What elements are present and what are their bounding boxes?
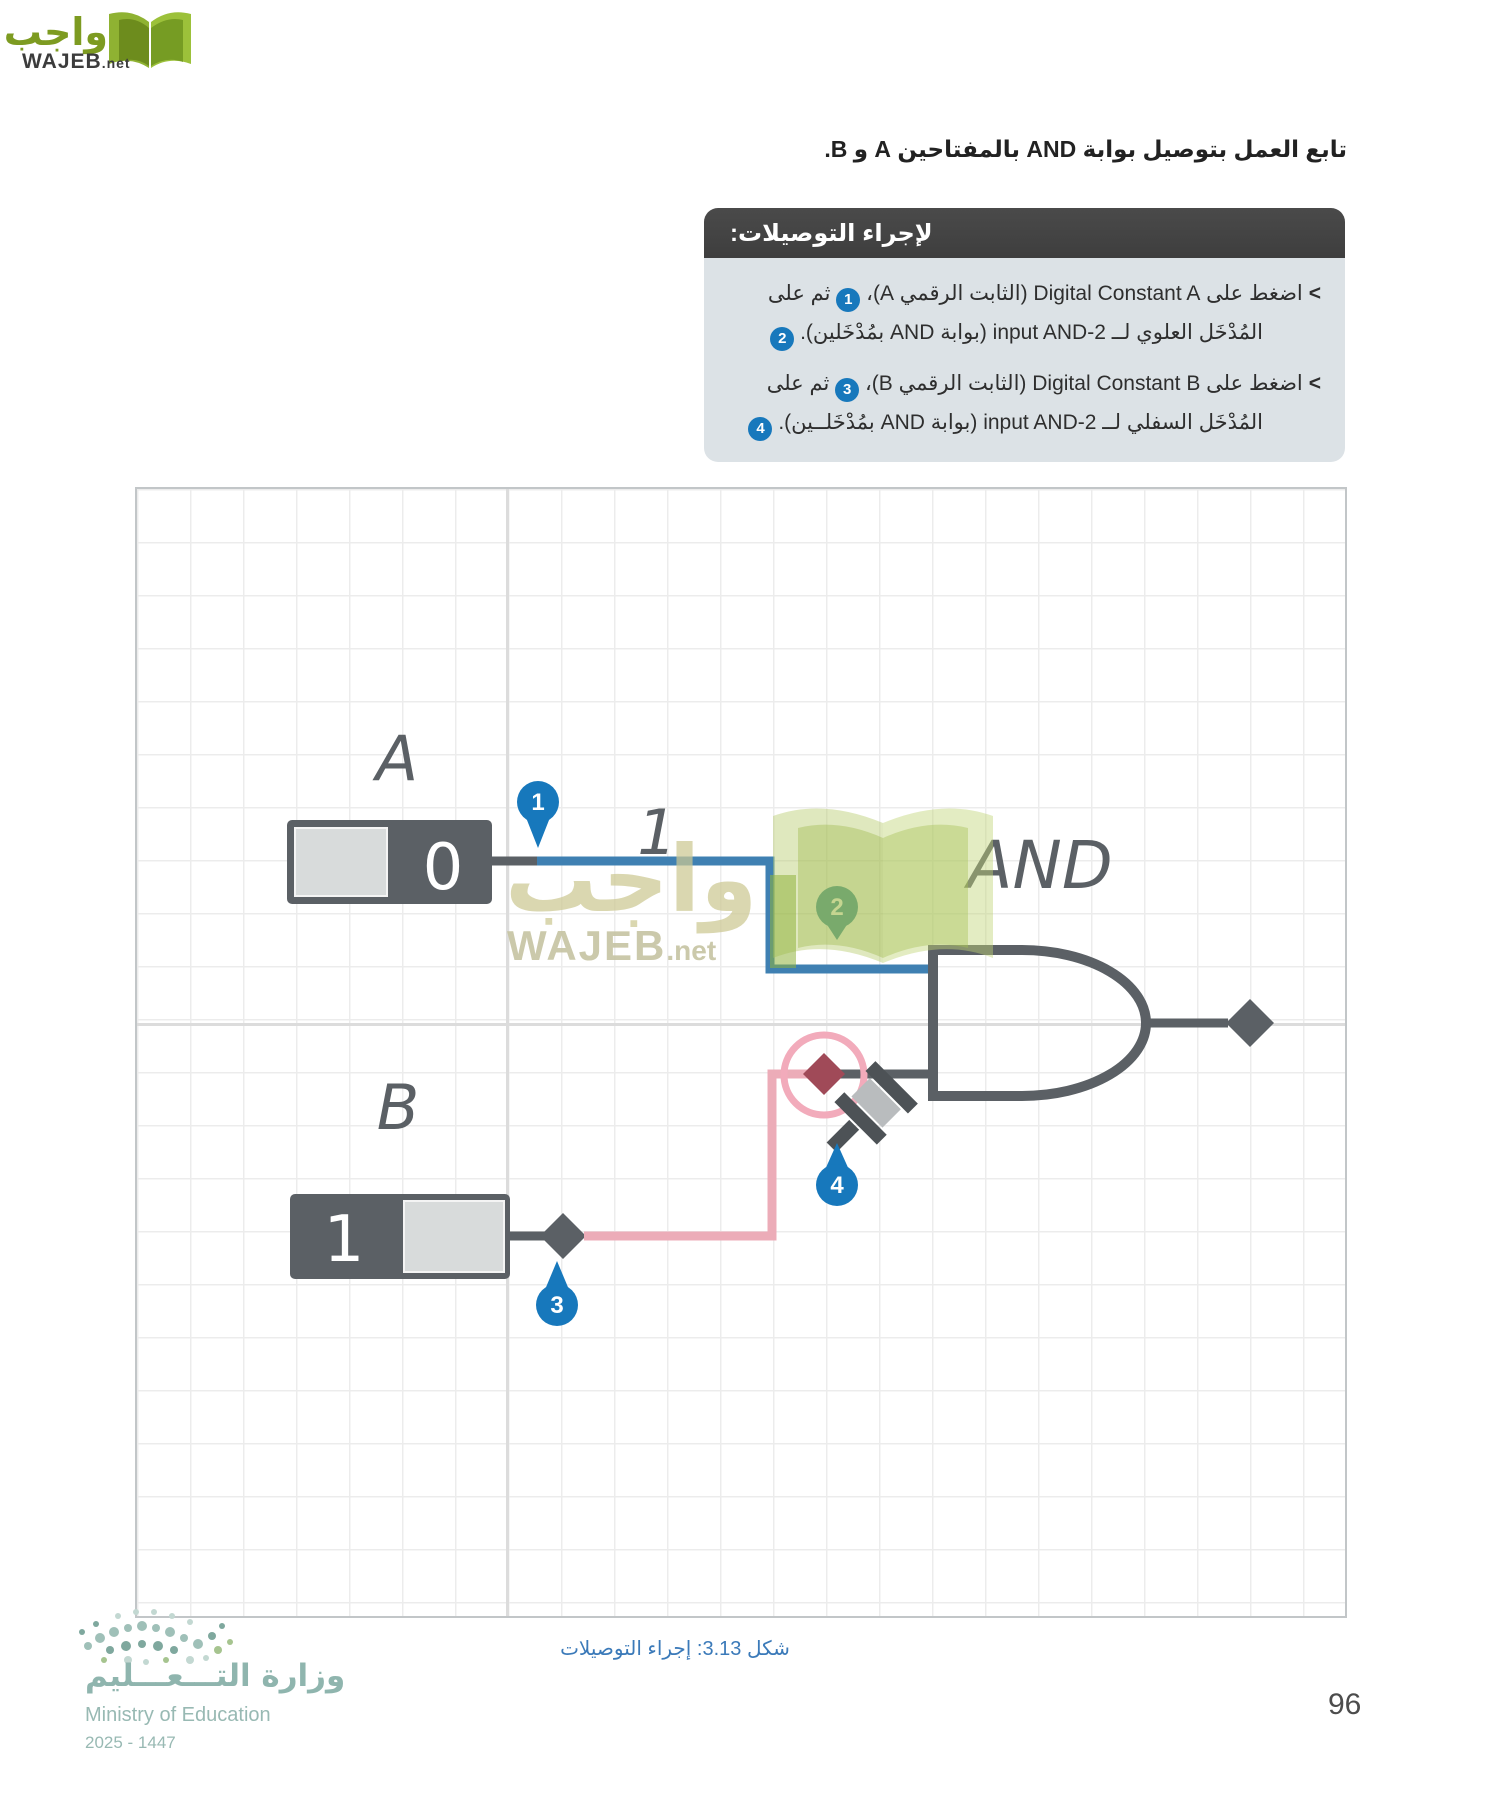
instruction-step-4: المُدْخَل السفلي لــ 2-input AND (بوابة … xyxy=(722,403,1321,442)
svg-text:3: 3 xyxy=(550,1292,563,1319)
step-badge-1: 1 xyxy=(836,287,861,312)
circuit-canvas: A 0 1 AND B 1 xyxy=(287,722,1274,1326)
edition-year: 2025 - 1447 xyxy=(85,1733,176,1752)
ministry-name-arabic: وزارة التـــعـــليم xyxy=(85,1658,346,1694)
step-text: ثم على xyxy=(767,282,837,305)
step-text: اضغط على Digital Constant A (الثابت الرق… xyxy=(860,282,1303,305)
wire-a-to-gate xyxy=(537,856,933,974)
input-b-label: B xyxy=(377,1071,420,1144)
connection-point xyxy=(803,1053,845,1095)
instruction-box-title: لإجراء التوصيلات: xyxy=(704,208,1345,258)
instruction-step-1: <اضغط على Digital Constant A (الثابت الر… xyxy=(722,274,1321,313)
figure-badge-2: 2 xyxy=(816,886,858,940)
switch-b-value: 1 xyxy=(324,1203,365,1277)
open-book-icon xyxy=(109,12,191,68)
list-bullet: < xyxy=(1308,372,1321,395)
wire-b-to-gate xyxy=(584,1069,817,1241)
figure-caption: شكل 3.13: إجراء التوصيلات xyxy=(560,1638,790,1660)
step-text: ثم على xyxy=(766,372,836,395)
step-badge-3: 3 xyxy=(835,377,860,402)
and-gate-symbol xyxy=(928,945,1151,1101)
switch-a-toggle xyxy=(294,827,388,897)
wajeb-logo-arabic: واجب xyxy=(3,12,108,54)
figure-badge-1: 1 xyxy=(517,781,559,848)
figure-badge-4: 4 xyxy=(816,1143,858,1206)
and-gate-label: AND xyxy=(963,827,1112,904)
switch-b-toggle xyxy=(403,1200,505,1273)
svg-text:2: 2 xyxy=(830,894,843,921)
step-badge-2: 2 xyxy=(770,326,795,351)
page-heading: تابع العمل بتوصيل بوابة AND بالمفتاحين A… xyxy=(824,136,1347,162)
ministry-emblem-dots xyxy=(79,1609,233,1665)
instruction-step-2: المُدْخَل العلوي لــ 2-input AND (بوابة … xyxy=(722,313,1321,352)
page-number: 96 xyxy=(1328,1688,1362,1721)
step-text: اضغط على Digital Constant B (الثابت الرق… xyxy=(859,372,1303,395)
gate-output-connector xyxy=(1226,999,1274,1047)
step-text: المُدْخَل السفلي لــ 2-input AND (بوابة … xyxy=(772,411,1263,434)
switch-a-value: 0 xyxy=(423,831,464,905)
figure-badge-3: 3 xyxy=(536,1261,578,1326)
svg-text:1: 1 xyxy=(531,789,544,816)
instruction-box-body: <اضغط على Digital Constant A (الثابت الر… xyxy=(704,258,1345,462)
wajeb-logo: واجب WAJEB.net xyxy=(4,4,230,84)
svg-text:4: 4 xyxy=(830,1172,844,1199)
wire-a-signal-value: 1 xyxy=(637,796,676,869)
connection-highlight-circle xyxy=(780,1031,868,1119)
instruction-step-3: <اضغط على Digital Constant B (الثابت الر… xyxy=(722,364,1321,403)
switch-b-connector xyxy=(540,1213,586,1259)
step-text: المُدْخَل العلوي لــ 2-input AND (بوابة … xyxy=(794,321,1263,344)
circuit-figure: A 0 1 AND B 1 xyxy=(135,487,1347,1618)
ministry-name-english: Ministry of Education xyxy=(85,1704,271,1726)
step-badge-4: 4 xyxy=(748,416,773,441)
wajeb-logo-latin: WAJEB.net xyxy=(22,50,131,73)
input-a-label: A xyxy=(372,722,418,795)
hammer-cursor-icon xyxy=(826,1061,918,1153)
instruction-box: لإجراء التوصيلات: <اضغط على Digital Cons… xyxy=(704,208,1345,462)
list-bullet: < xyxy=(1308,282,1321,305)
